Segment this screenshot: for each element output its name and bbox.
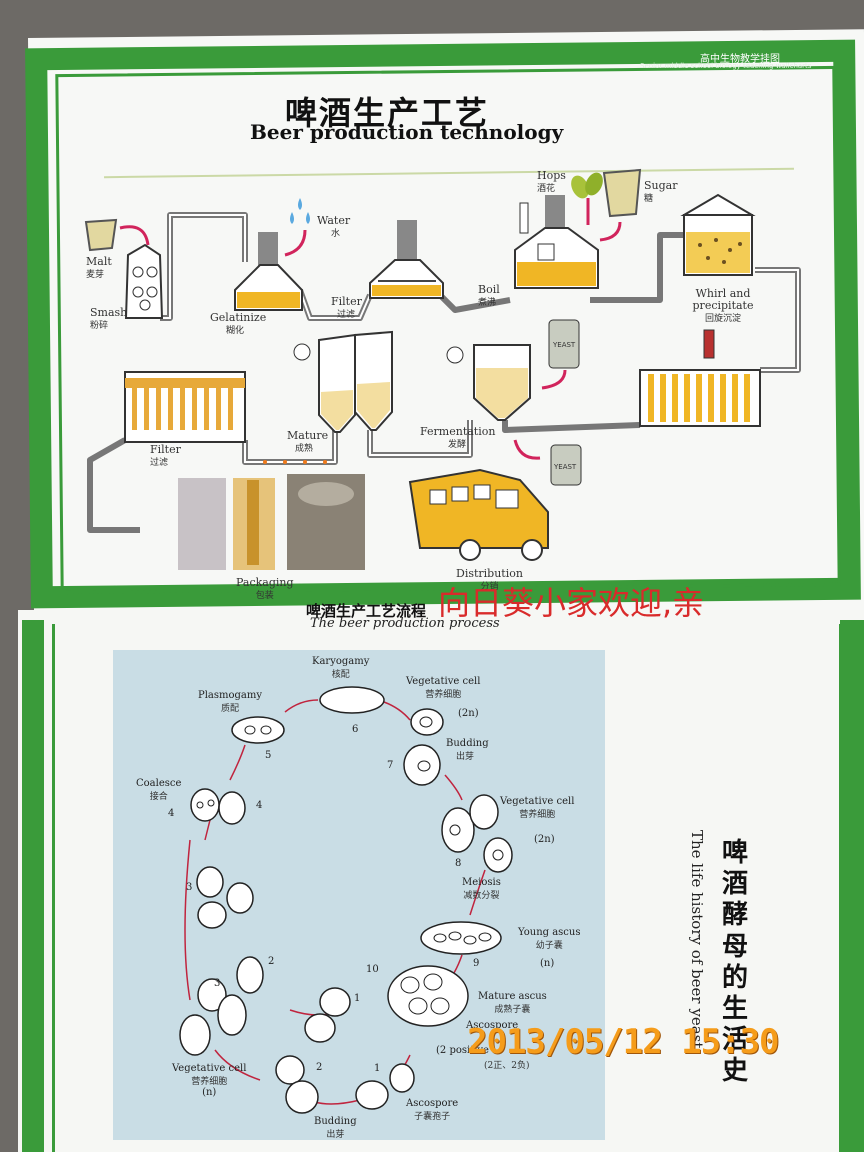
watermark-text: 向日葵小家欢迎,亲	[438, 578, 704, 624]
lc-num-1b: 1	[374, 1063, 380, 1074]
lc-num-1a: 1	[354, 993, 360, 1004]
lc-num-3a: 3	[186, 882, 192, 893]
lc-num-2a: 2	[268, 956, 274, 967]
lc-num-3b: 3	[214, 978, 220, 989]
lc-num-4b: 4	[256, 800, 262, 811]
lc-num-2b: 2	[316, 1062, 322, 1073]
lc-num-8: 8	[455, 858, 461, 869]
lc-num-7: 7	[387, 760, 393, 771]
lc-num-4a: 4	[168, 808, 174, 819]
lc-ploidy-1: (2n)	[458, 708, 479, 719]
lc-num-5: 5	[265, 750, 271, 761]
side-title-en: The life history of beer yeast	[688, 830, 706, 1048]
lc-num-6: 6	[352, 724, 358, 735]
lc-num-10: 10	[366, 964, 379, 975]
photo-timestamp: 2013/05/12 15:30	[467, 1022, 779, 1062]
lc-ploidy-2: (2n)	[534, 834, 555, 845]
lc-ploidy-3: (n)	[540, 958, 554, 969]
lc-num-9: 9	[473, 958, 479, 969]
